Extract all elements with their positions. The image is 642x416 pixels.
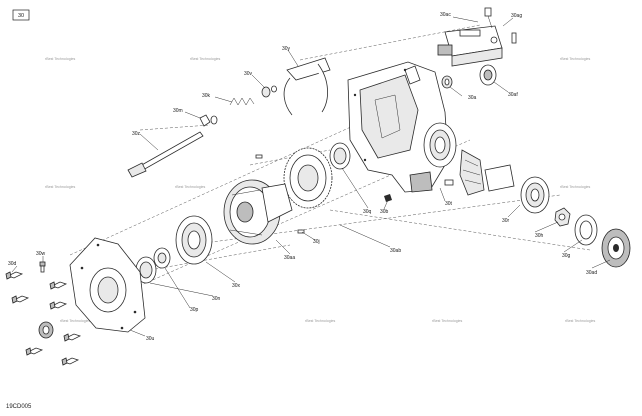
- drawing-code: 19CD005: [6, 404, 32, 410]
- callout-30a: 30a: [468, 95, 477, 101]
- bearing-30q: [329, 142, 351, 170]
- watermark: rBest Technologies: [432, 319, 463, 323]
- ring-gear: [283, 147, 333, 209]
- callout-30aa: 30aa: [284, 255, 295, 261]
- callout-30ab: 30ab: [390, 248, 401, 254]
- figure-ref-label: 30: [18, 13, 24, 19]
- nut-30h: [554, 207, 571, 227]
- callout-30af: 30af: [508, 92, 518, 98]
- pinion-shaft: [444, 149, 515, 196]
- shift-rod: [127, 131, 204, 178]
- callout-30n: 30n: [212, 296, 221, 302]
- gearbox-housing: [347, 61, 457, 193]
- callout-30ac: 30ac: [440, 12, 451, 18]
- callout-30u: 30u: [146, 336, 155, 342]
- bearing-30n: [135, 256, 157, 284]
- watermark: rBest Technologies: [305, 319, 336, 323]
- callout-30j: 30j: [313, 239, 320, 245]
- callout-labels: 30ac 30ag 30y 30v 30a 30af 30k 30m 30z 3…: [8, 12, 597, 342]
- seal-left: [38, 321, 54, 339]
- callout-30q: 30q: [363, 209, 372, 215]
- watermarks: rBest Technologies rBest Technologies rB…: [45, 57, 596, 323]
- pin-30v: [261, 85, 277, 98]
- watermark: rBest Technologies: [560, 185, 591, 189]
- clip-30m: [199, 114, 218, 127]
- callout-30ag: 30ag: [511, 13, 522, 19]
- watermark: rBest Technologies: [45, 57, 76, 61]
- callout-30v: 30v: [244, 71, 253, 77]
- spring-30k: [229, 97, 255, 106]
- callout-30m: 30m: [173, 108, 183, 114]
- watermark: rBest Technologies: [565, 319, 596, 323]
- washer-30g: [574, 214, 598, 246]
- seal-30af: [479, 64, 497, 86]
- callout-30x: 30x: [232, 283, 241, 289]
- callout-30r: 30r: [502, 218, 510, 224]
- actuator-motor: [437, 7, 517, 67]
- dowel-pins: [255, 154, 305, 234]
- differential: [223, 179, 293, 245]
- watermark: rBest Technologies: [175, 185, 206, 189]
- seal-30ad: [601, 228, 631, 268]
- callout-30t: 30t: [445, 201, 453, 207]
- plug-30b: [384, 194, 392, 202]
- callout-30w: 30w: [36, 251, 46, 257]
- callout-30d: 30d: [8, 261, 17, 267]
- watermark: rBest Technologies: [60, 319, 91, 323]
- bearing-30r: [520, 176, 550, 214]
- bearing-30p: [153, 247, 171, 269]
- shift-fork: [283, 57, 331, 116]
- callout-30p: 30p: [190, 307, 199, 313]
- sleeve-30x: [175, 215, 213, 265]
- bushing-30a: [441, 75, 453, 89]
- watermark: rBest Technologies: [45, 185, 76, 189]
- callout-30k: 30k: [202, 93, 211, 99]
- callout-30h: 30h: [535, 233, 544, 239]
- watermark: rBest Technologies: [190, 57, 221, 61]
- callout-30z: 30z: [132, 131, 141, 137]
- leader-lines: [11, 16, 611, 337]
- front-cover: [69, 237, 146, 333]
- callout-30b: 30b: [380, 209, 389, 215]
- bolts-30d: [5, 271, 82, 366]
- watermark: rBest Technologies: [560, 57, 591, 61]
- callout-30y: 30y: [282, 46, 291, 52]
- bolt-30w: [39, 261, 46, 273]
- callout-30ad: 30ad: [586, 270, 597, 276]
- callout-30g: 30g: [562, 253, 571, 259]
- figure-ref-box: 30: [12, 9, 30, 21]
